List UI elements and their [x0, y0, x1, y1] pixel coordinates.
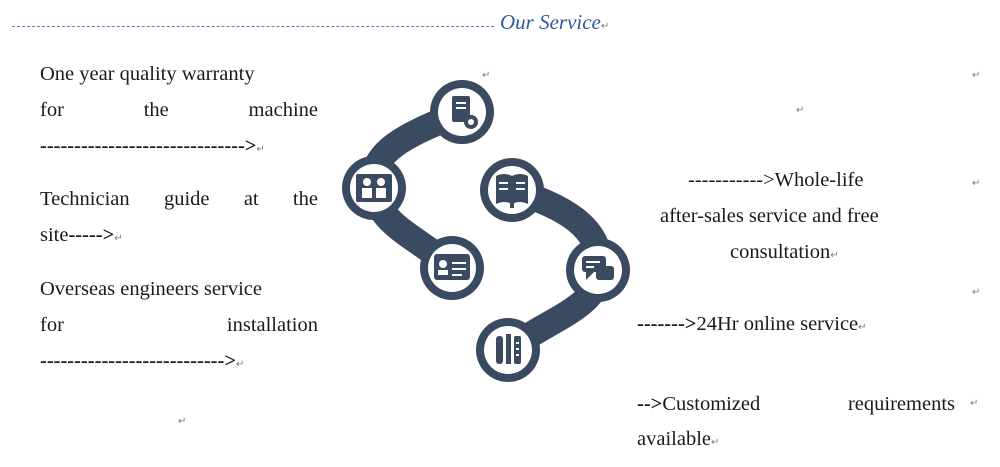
chat-icon	[582, 256, 614, 280]
paragraph-mark: ↵	[482, 70, 491, 81]
team-icon	[356, 174, 392, 202]
service-chain-graphic	[342, 80, 630, 382]
paragraph-mark: ↵	[970, 398, 979, 409]
header-dashed-line	[12, 26, 494, 27]
paragraph-mark: ↵	[178, 416, 187, 427]
online-service-line: ------->24Hr online service↵	[637, 313, 867, 335]
overseas-line-1: Overseas engineers service	[40, 278, 262, 300]
technician-line-2: site----->↵	[40, 224, 123, 246]
wholelife-line-1: ----------->Whole-life	[688, 169, 864, 191]
tools-icon	[496, 334, 521, 364]
paragraph-mark: ↵	[972, 178, 981, 189]
custom-line-2: available↵	[637, 428, 720, 450]
paragraph-mark: ↵	[796, 105, 805, 116]
section-title: Our Service↵	[500, 10, 610, 34]
id-card-icon	[434, 254, 470, 280]
custom-line-1: -->Customized requirements	[637, 393, 955, 415]
warranty-line-1: One year quality warranty	[40, 63, 255, 85]
paragraph-mark: ↵	[972, 70, 981, 81]
overseas-line-3: --------------------------->↵	[40, 350, 245, 372]
wholelife-line-2: after-sales service and free	[660, 205, 879, 227]
paragraph-mark: ↵	[972, 287, 981, 298]
document-gear-icon	[452, 96, 478, 129]
wholelife-line-3: consultation↵	[730, 241, 839, 263]
warranty-line-3: ------------------------------>↵	[40, 135, 265, 157]
book-icon	[496, 174, 528, 208]
